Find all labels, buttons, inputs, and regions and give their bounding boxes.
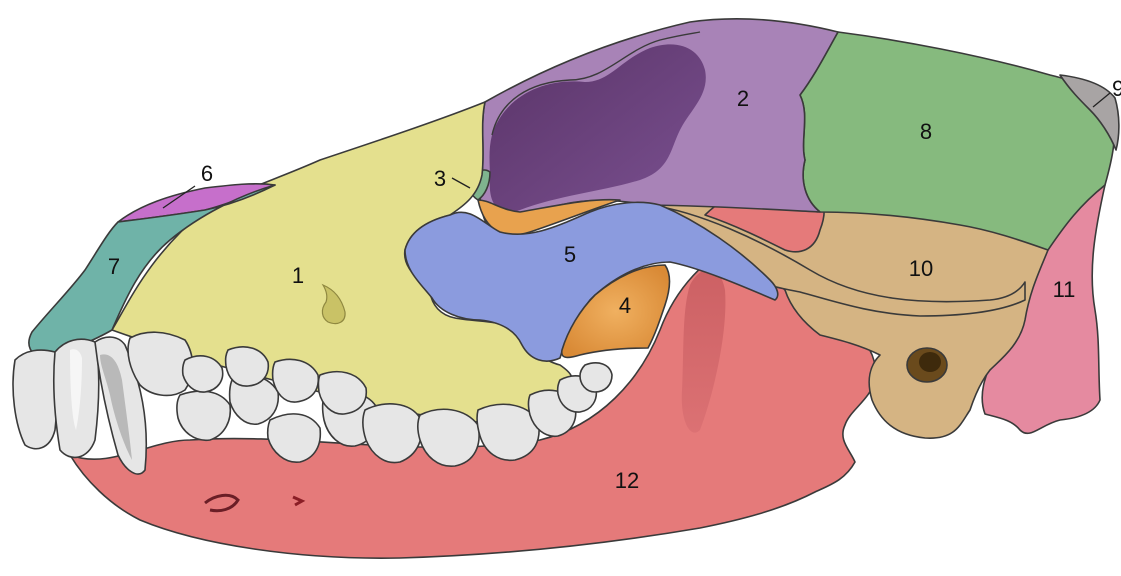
label-3: 3 [434, 166, 446, 191]
label-6: 6 [201, 161, 213, 186]
label-1: 1 [292, 263, 304, 288]
label-10: 10 [909, 256, 933, 281]
label-2: 2 [737, 86, 749, 111]
label-4: 4 [619, 293, 631, 318]
label-5: 5 [564, 242, 576, 267]
label-7: 7 [108, 254, 120, 279]
ear-canal-inner [919, 352, 941, 372]
label-9: 9 [1112, 76, 1121, 101]
label-12: 12 [615, 468, 639, 493]
label-8: 8 [920, 119, 932, 144]
label-11: 11 [1053, 277, 1076, 302]
